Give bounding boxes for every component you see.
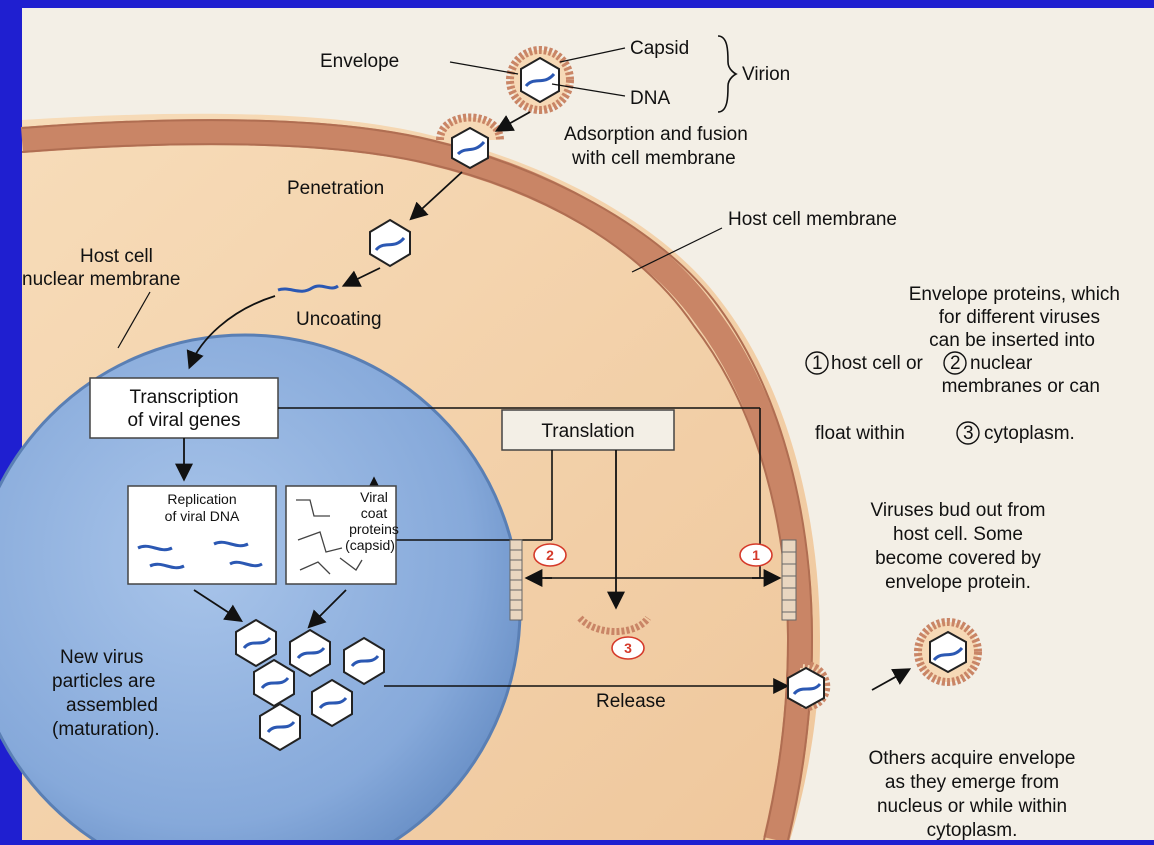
penetration-label: Penetration [287, 178, 384, 199]
bubble-3: 3 [612, 637, 644, 659]
virion-label: Virion [742, 64, 790, 85]
svg-text:host cell or: host cell or [831, 353, 924, 374]
svg-text:Viruses bud out from: Viruses bud out from [871, 500, 1046, 521]
svg-text:cytoplasm.: cytoplasm. [927, 820, 1018, 840]
coat-label-3: proteins [349, 521, 399, 537]
coat-label-2: coat [361, 505, 388, 521]
envelope-label: Envelope [320, 51, 399, 72]
released-virion [918, 622, 978, 682]
dna-label: DNA [630, 88, 670, 109]
svg-text:for different viruses: for different viruses [939, 307, 1100, 328]
translation-label: Translation [541, 421, 634, 442]
new-virus-label-3: assembled [66, 695, 158, 716]
adsorption-label-1: Adsorption and fusion [564, 124, 748, 145]
nuclear-membrane-protein [510, 540, 522, 620]
svg-text:Envelope proteins, which: Envelope proteins, which [909, 284, 1120, 305]
release-label: Release [596, 691, 666, 712]
nuclear-membrane-label-2: nuclear membrane [22, 269, 180, 290]
transcription-label-2: of viral genes [127, 410, 240, 431]
svg-text:3: 3 [624, 640, 632, 656]
slide-frame-top [22, 0, 1154, 8]
new-virus-label-2: particles are [52, 671, 156, 692]
svg-text:as they emerge from: as they emerge from [885, 772, 1059, 793]
svg-text:cytoplasm.: cytoplasm. [984, 423, 1075, 444]
svg-text:2: 2 [546, 547, 554, 563]
svg-text:envelope protein.: envelope protein. [885, 572, 1031, 593]
new-virus-label-4: (maturation). [52, 719, 160, 740]
svg-text:host cell. Some: host cell. Some [893, 524, 1023, 545]
svg-text:nuclear: nuclear [970, 353, 1033, 374]
host-membrane-protein [782, 540, 796, 620]
svg-text:membranes or can: membranes or can [942, 376, 1100, 397]
virion-top [510, 50, 570, 110]
svg-text:can be inserted into: can be inserted into [929, 330, 1095, 351]
nuclear-membrane-label-1: Host cell [80, 246, 153, 267]
svg-text:nucleus or while within: nucleus or while within [877, 796, 1067, 817]
capsid-label: Capsid [630, 38, 689, 59]
coat-label-4: (capsid) [345, 537, 395, 553]
bubble-1: 1 [740, 544, 772, 566]
svg-text:1: 1 [812, 353, 823, 374]
replication-label-1: Replication [167, 491, 236, 507]
new-virus-label-1: New virus [60, 647, 143, 668]
svg-text:1: 1 [752, 547, 760, 563]
host-cell-membrane-label: Host cell membrane [728, 209, 897, 230]
svg-text:float within: float within [815, 423, 905, 444]
svg-text:Others acquire envelope: Others acquire envelope [868, 748, 1075, 769]
uncoating-label: Uncoating [296, 309, 382, 330]
svg-text:become covered by: become covered by [875, 548, 1041, 569]
coat-label-1: Viral [360, 489, 388, 505]
transcription-label-1: Transcription [129, 387, 238, 408]
replication-label-2: of viral DNA [165, 508, 240, 524]
svg-text:3: 3 [963, 423, 974, 444]
adsorption-label-2: with cell membrane [571, 148, 736, 169]
svg-text:2: 2 [950, 353, 961, 374]
bubble-2: 2 [534, 544, 566, 566]
